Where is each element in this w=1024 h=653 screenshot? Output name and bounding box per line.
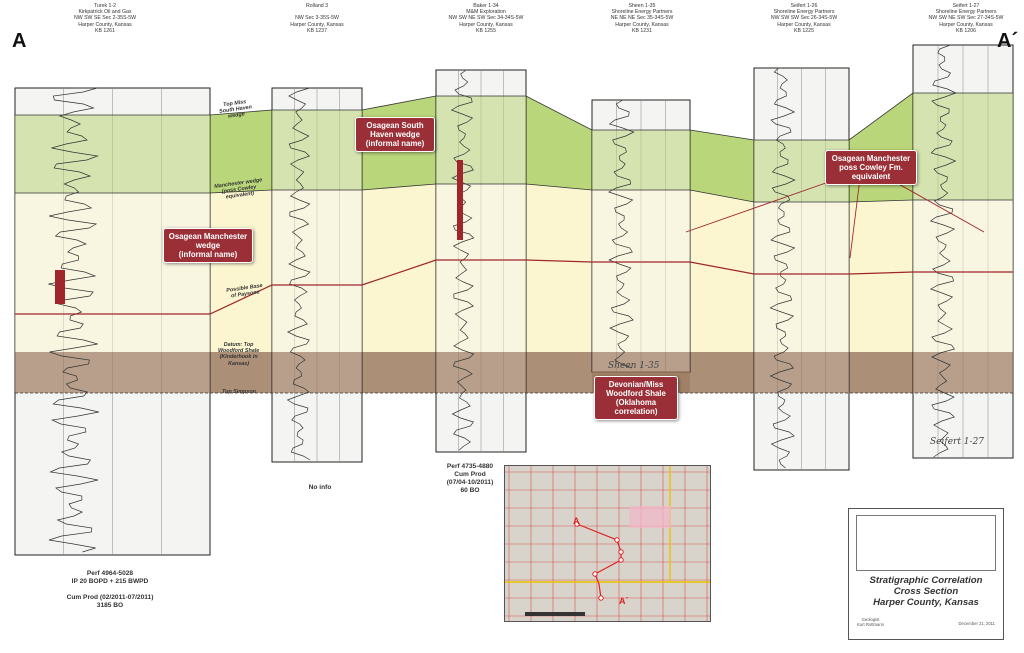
log-curve <box>286 87 311 461</box>
well-header-sheen: Sheen 1-35 Shoreline Energy Partners NE … <box>610 3 674 34</box>
log-curve <box>608 99 635 369</box>
well-manchester-tint <box>436 184 526 352</box>
well-south-haven-tint <box>436 96 526 184</box>
map-label-a: A <box>573 516 580 526</box>
map-cross-section-trace <box>576 523 622 599</box>
log-curve <box>48 87 99 553</box>
well-header-seifert-127: Seifert 1-27 Shoreline Energy Partners N… <box>928 3 1004 34</box>
log-curve <box>450 69 475 451</box>
well-manchester-tint <box>15 193 210 352</box>
well-manchester-tint <box>754 202 849 352</box>
well-manchester-tint <box>592 190 690 352</box>
well-manchester-tint <box>913 200 1013 352</box>
scan-label-seifert: Seifert 1-27 <box>930 437 985 447</box>
well-woodford-tint <box>436 352 526 393</box>
horizon-label-datum-woodford: Datum: Top Woodford Shale (Kinderhook in… <box>218 342 260 367</box>
map-well-location <box>618 557 624 563</box>
location-map-drawing <box>505 466 710 621</box>
perforation-marker-turek <box>55 270 65 304</box>
callout-pointer-arrow <box>849 177 861 259</box>
scan-label-sheen: Sheen 1-35 <box>608 361 660 371</box>
well-south-haven-tint <box>15 115 210 193</box>
title-block-geologist: Geologist Kurt Rottmann <box>857 617 884 627</box>
location-map: A A´ <box>504 465 711 622</box>
map-label-a-prime: A´ <box>619 596 629 606</box>
callout-manchester-cowley: Osagean Manchester poss Cowley Fm. equiv… <box>825 150 917 185</box>
map-highlight-area <box>629 506 671 528</box>
title-block-title: Stratigraphic Correlation Cross Section … <box>869 575 983 608</box>
perforation-marker-baker <box>457 160 463 240</box>
map-well-location <box>592 571 598 577</box>
map-well-location <box>618 549 624 555</box>
title-block-date: December 21, 2011 <box>958 621 995 626</box>
log-curve <box>929 44 957 458</box>
well-south-haven-tint <box>272 110 362 190</box>
map-well-location <box>598 595 604 601</box>
well-south-haven-tint <box>913 93 1013 200</box>
section-end-a: A <box>12 30 27 52</box>
well-woodford-tint <box>272 352 362 393</box>
well-woodford-tint <box>913 352 1013 393</box>
production-note-rolland: No info <box>308 484 332 491</box>
well-manchester-tint <box>272 190 362 352</box>
well-south-haven-tint <box>592 130 690 190</box>
well-header-seifert-126: Seifert 1-26 Shoreline Energy Partners N… <box>770 3 838 34</box>
production-note-turek: Perf 4964-5028 IP 20 BOPD + 215 BWPD Cum… <box>66 570 154 609</box>
callout-pointer-arrow <box>887 177 985 233</box>
map-well-location <box>574 521 580 527</box>
well-header-turek: Turek 1-2 Kirkpatrick Oil and Gas NW SW … <box>74 3 136 34</box>
base-paysone-line <box>15 259 1013 315</box>
well-woodford-tint <box>754 352 849 393</box>
horizon-label-top-simpson: Top Simpson <box>222 389 256 395</box>
callout-south-haven-wedge: Osagean South Haven wedge (informal name… <box>355 117 435 152</box>
production-note-baker: Perf 4735-4880 Cum Prod (07/04-10/2011) … <box>446 463 494 494</box>
callout-woodford-shale: Devonian/Miss Woodford Shale (Oklahoma c… <box>594 376 678 420</box>
well-woodford-tint <box>15 352 210 393</box>
callout-pointer-arrow <box>685 177 841 233</box>
title-block: Stratigraphic Correlation Cross Section … <box>848 508 1004 640</box>
map-well-location <box>614 537 620 543</box>
well-header-baker: Baker 1-34 M&M Exploration NW SW NE SW S… <box>448 3 524 34</box>
title-block-logo-frame <box>856 515 996 571</box>
callout-manchester-wedge: Osagean Manchester wedge (informal name) <box>163 228 253 263</box>
top-south-haven-line <box>15 92 1013 141</box>
section-end-a-prime: A´ <box>997 30 1019 52</box>
map-scale-bar <box>525 612 585 616</box>
manchester-wedge-line <box>15 183 1013 203</box>
well-header-rolland: Rolland 3 NW Sec 3-35S-5W Harper County,… <box>290 3 344 34</box>
log-curve <box>769 67 796 469</box>
